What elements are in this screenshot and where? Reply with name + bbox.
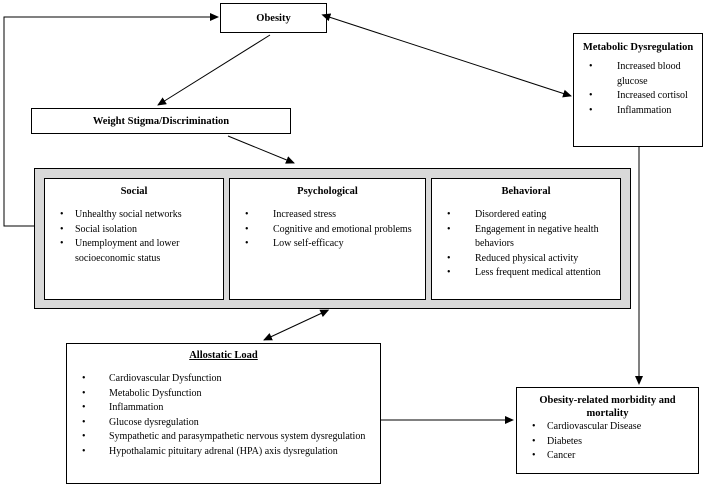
list-item: Cancer	[517, 449, 698, 464]
list-item: Glucose dysregulation	[67, 416, 380, 431]
psychological-list: Increased stress Cognitive and emotional…	[230, 208, 425, 252]
obesity-metabolic-arrow	[321, 13, 572, 98]
list-item: Cardiovascular Dysfunction	[67, 372, 380, 387]
psychological-title: Psychological	[297, 186, 358, 197]
social-list: Unhealthy social networks Social isolati…	[45, 208, 223, 266]
metabolic-list: Increased blood glucose Increased cortis…	[574, 60, 702, 118]
social-title: Social	[120, 186, 148, 197]
behavioral-box: Behavioral Disordered eating Engagement …	[431, 178, 621, 300]
stigma-factors-arrow	[227, 135, 295, 164]
morbidity-list: Cardiovascular Disease Diabetes Cancer	[517, 420, 698, 464]
allostatic-title: Allostatic Load	[189, 350, 258, 361]
morbidity-box: Obesity-related morbidity and mortality …	[516, 387, 699, 474]
list-item: Social isolation	[45, 223, 223, 238]
list-item: Unhealthy social networks	[45, 208, 223, 223]
list-item: Increased blood glucose	[574, 60, 702, 89]
list-item: Increased stress	[230, 208, 425, 223]
list-item: Sympathetic and parasympathetic nervous …	[67, 430, 380, 445]
list-item: Cognitive and emotional problems	[230, 223, 425, 238]
metabolic-title: Metabolic Dysregulation	[582, 42, 694, 53]
list-item: Disordered eating	[432, 208, 620, 223]
metabolic-box: Metabolic Dysregulation Increased blood …	[573, 33, 703, 147]
list-item: Inflammation	[574, 104, 702, 119]
list-item: Less frequent medical attention	[432, 266, 620, 281]
list-item: Unemployment and lower socioeconomic sta…	[45, 237, 223, 266]
social-box: Social Unhealthy social networks Social …	[44, 178, 224, 300]
weight-stigma-title: Weight Stigma/Discrimination	[92, 116, 230, 127]
list-item: Cardiovascular Disease	[517, 420, 698, 435]
list-item: Increased cortisol	[574, 89, 702, 104]
behavioral-title: Behavioral	[501, 186, 551, 197]
morbidity-title: Obesity-related morbidity and mortality	[539, 395, 676, 419]
behavioral-list: Disordered eating Engagement in negative…	[432, 208, 620, 281]
allostatic-box: Allostatic Load Cardiovascular Dysfuncti…	[66, 343, 381, 484]
weight-stigma-box: Weight Stigma/Discrimination	[31, 108, 291, 134]
list-item: Reduced physical activity	[432, 252, 620, 267]
list-item: Low self-efficacy	[230, 237, 425, 252]
psychological-box: Psychological Increased stress Cognitive…	[229, 178, 426, 300]
list-item: Engagement in negative health behaviors	[432, 223, 620, 252]
feedback-arrow	[3, 13, 219, 227]
obesity-stigma-arrow	[157, 34, 271, 106]
list-item: Metabolic Dysfunction	[67, 387, 380, 402]
obesity-title: Obesity	[256, 13, 291, 24]
list-item: Hypothalamic pituitary adrenal (HPA) axi…	[67, 445, 380, 460]
obesity-box: Obesity	[220, 3, 327, 33]
list-item: Diabetes	[517, 435, 698, 450]
list-item: Inflammation	[67, 401, 380, 416]
factors-allostatic-arrow	[263, 309, 330, 341]
allostatic-list: Cardiovascular Dysfunction Metabolic Dys…	[67, 372, 380, 459]
